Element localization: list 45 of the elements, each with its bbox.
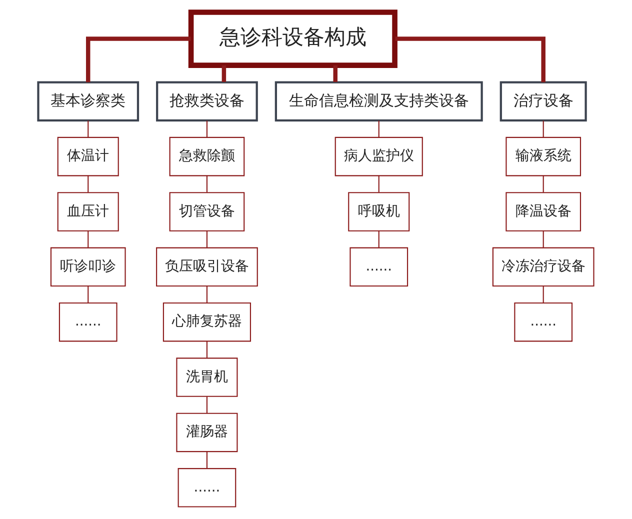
connector <box>88 231 89 248</box>
connector <box>378 231 380 248</box>
node-box: ...... <box>514 302 573 342</box>
connector <box>542 176 544 192</box>
connector <box>378 120 380 138</box>
node-box: 输液系统 <box>506 136 582 176</box>
node-box: 呼吸机 <box>348 192 410 232</box>
connector <box>206 176 208 192</box>
node-box: 抢救类设备 <box>156 81 258 122</box>
node-box: 治疗设备 <box>500 81 587 122</box>
node-box: 急救除颤 <box>169 136 245 176</box>
connector <box>88 286 89 303</box>
node-box: 冷冻治疗设备 <box>492 247 594 287</box>
connector <box>222 65 226 82</box>
node-box: 切管设备 <box>169 192 245 232</box>
node-box: 体温计 <box>57 136 119 176</box>
node-box: 降温设备 <box>506 192 582 232</box>
node-box: 基本诊察类 <box>37 81 140 122</box>
node-box: 生命信息检测及支持类设备 <box>274 81 483 122</box>
node-box: ...... <box>350 247 408 287</box>
node-box: 洗胃机 <box>176 358 238 397</box>
node-box: 听诊叩诊 <box>50 247 126 287</box>
connector <box>86 36 191 82</box>
connector <box>378 176 380 192</box>
connector <box>206 286 208 303</box>
node-box: ...... <box>58 302 118 342</box>
connector <box>395 36 546 82</box>
node-box: 灌肠器 <box>176 412 238 452</box>
connector <box>542 120 544 138</box>
connector <box>206 452 208 468</box>
connector <box>88 120 89 138</box>
connector <box>206 120 208 138</box>
node-box: 负压吸引设备 <box>156 247 258 287</box>
node-box: 心肺复苏器 <box>162 302 251 342</box>
connector <box>542 231 544 248</box>
node-box: ...... <box>178 468 236 508</box>
connector <box>206 341 208 358</box>
connector <box>333 65 338 82</box>
node-box: 急诊科设备构成 <box>188 10 398 68</box>
connector <box>206 231 208 248</box>
node-box: 病人监护仪 <box>334 136 423 176</box>
node-box: 血压计 <box>57 192 119 232</box>
connector <box>88 176 89 192</box>
connector <box>206 396 208 414</box>
connector <box>542 286 544 303</box>
